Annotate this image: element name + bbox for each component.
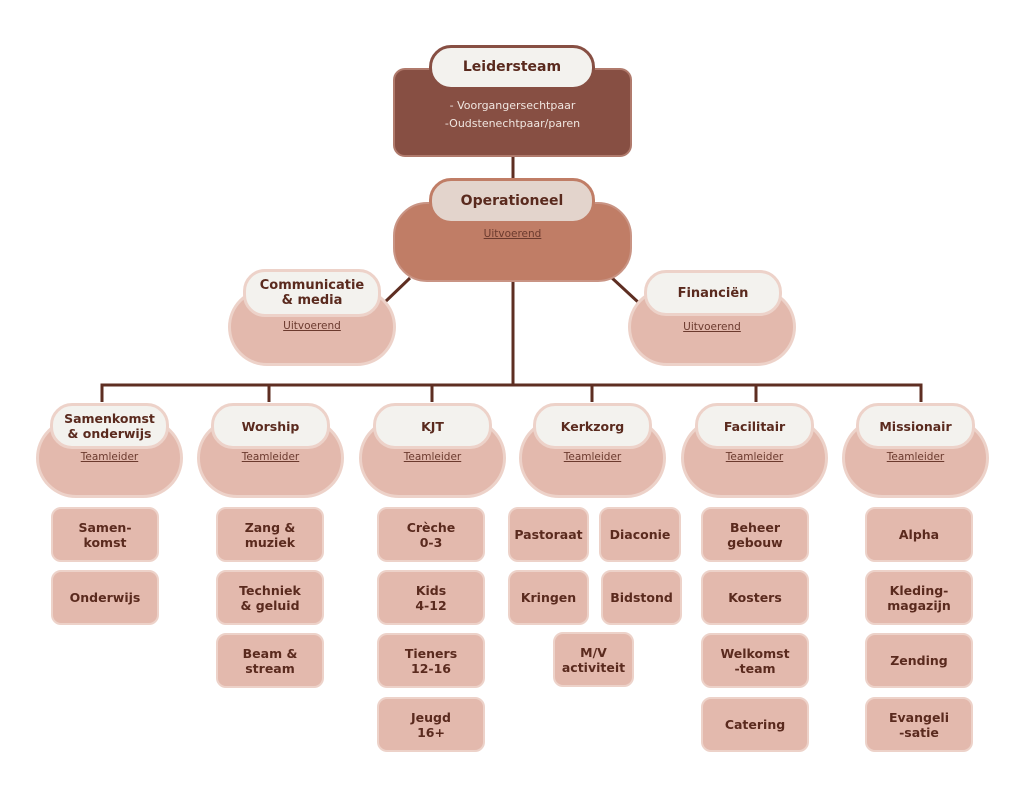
leadership-title: Leidersteam bbox=[429, 45, 595, 90]
team-leader-link[interactable]: Teamleider bbox=[80, 451, 139, 463]
sub-team-box: Samen- komst bbox=[51, 507, 159, 562]
sub-team-box: Catering bbox=[701, 697, 809, 752]
sub-team-box: Welkomst -team bbox=[701, 633, 809, 688]
operational-title: Operationeel bbox=[429, 178, 595, 224]
team-title-missionair: Missionair bbox=[856, 403, 975, 449]
sub-team-box: Beheer gebouw bbox=[701, 507, 809, 562]
sub-team-box: Onderwijs bbox=[51, 570, 159, 625]
team-title-facilitair: Facilitair bbox=[695, 403, 814, 449]
sub-team-box: Alpha bbox=[865, 507, 973, 562]
connector-team-bus bbox=[100, 383, 923, 402]
sub-team-box: Kosters bbox=[701, 570, 809, 625]
sub-team-box: Diaconie bbox=[599, 507, 681, 562]
team-title-kjt: KJT bbox=[373, 403, 492, 449]
financien-title: Financiën bbox=[644, 270, 782, 316]
operational-subtitle-link[interactable]: Uitvoerend bbox=[483, 228, 542, 240]
team-leader-link[interactable]: Teamleider bbox=[563, 451, 622, 463]
sub-team-box: Tieners 12-16 bbox=[377, 633, 485, 688]
leadership-line-1: - Voorgangersechtpaar bbox=[449, 99, 576, 112]
team-leader-link[interactable]: Teamleider bbox=[403, 451, 462, 463]
sub-team-box: Pastoraat bbox=[508, 507, 589, 562]
sub-team-box: Kids 4-12 bbox=[377, 570, 485, 625]
sub-team-box: Kleding- magazijn bbox=[865, 570, 973, 625]
communicatie-subtitle-link[interactable]: Uitvoerend bbox=[283, 320, 341, 332]
sub-team-box: Beam & stream bbox=[216, 633, 324, 688]
sub-team-box: M/V activiteit bbox=[553, 632, 634, 687]
team-title-worship: Worship bbox=[211, 403, 330, 449]
communicatie-title: Communicatie & media bbox=[243, 269, 381, 317]
connector-operational-financien bbox=[610, 276, 640, 304]
leadership-line-2: -Oudstenechtpaar/paren bbox=[444, 117, 581, 130]
team-title-samenkomst-onderwijs: Samenkomst & onderwijs bbox=[50, 403, 169, 449]
connector-operational-communicatie bbox=[383, 276, 412, 304]
sub-team-box: Zending bbox=[865, 633, 973, 688]
sub-team-box: Jeugd 16+ bbox=[377, 697, 485, 752]
team-leader-link[interactable]: Teamleider bbox=[241, 451, 300, 463]
sub-team-box: Bidstond bbox=[601, 570, 682, 625]
team-leader-link[interactable]: Teamleider bbox=[886, 451, 945, 463]
sub-team-box: Zang & muziek bbox=[216, 507, 324, 562]
sub-team-box: Techniek & geluid bbox=[216, 570, 324, 625]
team-leader-link[interactable]: Teamleider bbox=[725, 451, 784, 463]
sub-team-box: Crèche 0-3 bbox=[377, 507, 485, 562]
team-title-kerkzorg: Kerkzorg bbox=[533, 403, 652, 449]
sub-team-box: Evangeli -satie bbox=[865, 697, 973, 752]
financien-subtitle-link[interactable]: Uitvoerend bbox=[683, 321, 741, 333]
sub-team-box: Kringen bbox=[508, 570, 589, 625]
